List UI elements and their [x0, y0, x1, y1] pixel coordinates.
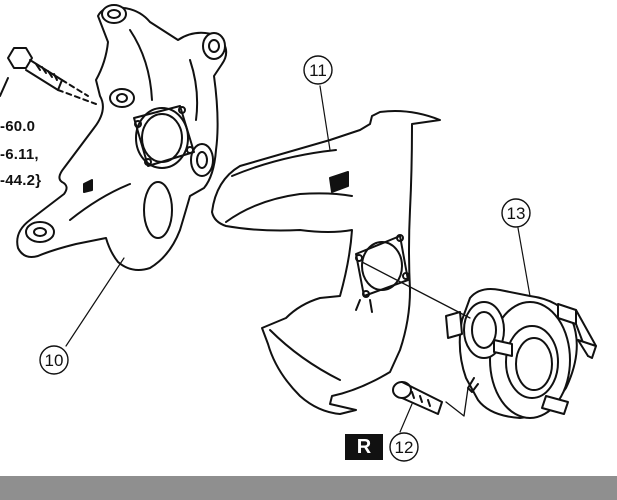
- exploded-parts-diagram: 10 11 12 13: [0, 4, 597, 462]
- leader-lines: [65, 85, 531, 433]
- callout-12: 12: [389, 432, 419, 462]
- steering-knuckle: [16, 4, 228, 271]
- torque-spec-line-2: -6.11,: [0, 146, 39, 163]
- svg-text:11: 11: [309, 61, 327, 80]
- replace-badge: R: [345, 434, 383, 460]
- svg-text:13: 13: [507, 204, 526, 223]
- hub-bolt: [392, 381, 443, 415]
- callout-13: 13: [501, 198, 531, 228]
- knuckle-bolt: [0, 47, 97, 105]
- bottom-bar: [0, 476, 617, 500]
- callout-10: 10: [39, 345, 69, 375]
- torque-spec-line-3: -44.2}: [0, 172, 42, 189]
- svg-text:10: 10: [45, 351, 64, 370]
- callout-11: 11: [303, 55, 333, 85]
- wheel-hub-bearing: [445, 288, 597, 419]
- dust-shield: [211, 110, 441, 415]
- alignment-lines: [361, 261, 471, 417]
- svg-text:12: 12: [395, 438, 414, 457]
- torque-spec-line-1: -60.0: [0, 118, 36, 135]
